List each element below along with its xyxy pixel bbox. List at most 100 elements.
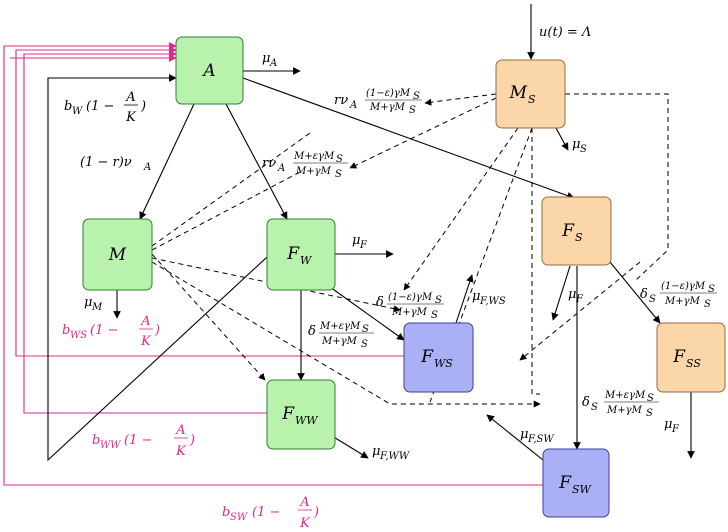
birth-line-w xyxy=(47,74,281,462)
pink-birth-lines xyxy=(3,42,543,486)
r-nu-1-frac-den-sub: S xyxy=(409,105,416,116)
mu-a-sub: A xyxy=(269,58,277,69)
delta-s-1-frac-den-sub: S xyxy=(704,299,711,310)
mu-f2-label: μ xyxy=(568,287,576,302)
bw-post: (1 − xyxy=(86,99,114,114)
node-fws: F WS xyxy=(403,322,474,393)
ms-dash-1 xyxy=(424,93,497,106)
node-a-label: A xyxy=(201,61,215,81)
node-ms-sub: S xyxy=(528,93,536,106)
bww-sub: WW xyxy=(100,440,121,451)
delta-2-frac-num: M+εγM xyxy=(319,321,361,332)
bws-close: ) xyxy=(154,323,160,338)
node-fww-sub: WW xyxy=(295,414,319,427)
birth-line-ws xyxy=(15,46,404,357)
node-fs: F S xyxy=(541,196,612,266)
ms-dash-4 xyxy=(565,93,669,281)
bsw-frac-num: A xyxy=(299,495,309,510)
node-fws-label: F xyxy=(420,347,434,367)
mu-fww-sub: F,WW xyxy=(379,451,410,462)
mu-fsw-arrow xyxy=(486,414,544,461)
node-fw: F W xyxy=(266,218,336,291)
r-nu-1-label: rν xyxy=(334,93,348,108)
bww-frac-num: A xyxy=(175,423,185,438)
mu-a-label: μ xyxy=(262,51,270,66)
mu-fsw-label: μ xyxy=(520,427,528,442)
delta-1-frac-den: M+γM xyxy=(391,307,428,318)
delta-s-1-frac-num-sub: S xyxy=(708,284,715,295)
mu-f2-arrow xyxy=(551,265,571,321)
mu-fww-arrow xyxy=(331,435,369,459)
solid-flows xyxy=(47,4,695,462)
node-fss-sub: SS xyxy=(686,357,701,370)
mu-f1-label: μ xyxy=(352,233,360,248)
node-m: M xyxy=(82,218,153,291)
mu-fww-label: μ xyxy=(372,444,380,459)
bsw-label: b xyxy=(222,505,230,520)
node-fs-label: F xyxy=(561,221,575,241)
mu-fws-arrow xyxy=(455,274,474,324)
node-fsw-sub: SW xyxy=(572,483,593,496)
node-fss-label: F xyxy=(672,347,686,367)
bw-frac-num: A xyxy=(125,90,135,105)
node-fw-sub: W xyxy=(300,254,313,267)
r-nu-2-sub: A xyxy=(277,163,285,174)
delta-1-frac-den-sub: S xyxy=(431,310,438,321)
one-minus-r-sub: A xyxy=(143,162,151,173)
bsw-sub: SW xyxy=(230,512,248,523)
node-a: A xyxy=(175,36,244,105)
bw-sub: W xyxy=(72,106,83,117)
node-fsw: F SW xyxy=(542,448,610,518)
mu-s-label: μ xyxy=(572,137,580,152)
rate-labels: u(t) = Λ μ A μ S μ M μ F μ F μ F μ F,WS … xyxy=(62,25,717,531)
r-nu-2-frac-num: M+εγM xyxy=(293,151,335,162)
m-dash-5 xyxy=(151,261,541,408)
bws-post: (1 − xyxy=(90,323,118,338)
fs-to-fss-arrow xyxy=(609,261,661,324)
delta-s-2-frac-den-sub: S xyxy=(646,408,653,419)
a-to-fw-arrow xyxy=(225,103,288,220)
mu-fws-label: μ xyxy=(472,289,480,304)
bww-label: b xyxy=(92,433,100,448)
delta-2-frac-den: M+γM xyxy=(321,336,358,347)
node-fww: F WW xyxy=(266,379,336,450)
bws-frac-num: A xyxy=(140,314,150,329)
delta-1-frac-num-sub: S xyxy=(435,295,442,306)
mu-s-sub: S xyxy=(580,144,587,155)
r-nu-1-frac-num: (1−ε)γM xyxy=(366,88,411,99)
node-fs-sub: S xyxy=(575,231,583,244)
bws-sub: WS xyxy=(70,330,87,341)
bws-frac-den: K xyxy=(140,334,152,349)
birth-line-sw xyxy=(3,42,543,486)
bw-close: ) xyxy=(140,99,146,114)
delta-s-2-frac-num-sub: S xyxy=(647,393,654,404)
mu-fsw-sub: F,SW xyxy=(527,434,554,445)
node-fss: F SS xyxy=(656,322,726,393)
m-dash-3 xyxy=(151,253,266,381)
node-fsw-label: F xyxy=(558,473,572,493)
delta-s-2-frac-den: M+γM xyxy=(606,405,643,416)
delta-s-2-label: δ xyxy=(582,395,590,410)
mu-f1-sub: F xyxy=(359,240,368,251)
bww-close: ) xyxy=(189,433,195,448)
r-nu-2-frac-den: M+γM xyxy=(295,166,332,177)
delta-s-1-label: δ xyxy=(640,287,648,302)
ms-dash-6 xyxy=(531,128,540,395)
birth-line-ww xyxy=(23,50,268,414)
bw-label: b xyxy=(64,99,72,114)
node-fw-label: F xyxy=(286,244,300,264)
node-ms: M S xyxy=(495,59,566,129)
mu-f2-sub: F xyxy=(575,294,584,305)
a-to-m-arrow xyxy=(139,103,195,220)
delta-s-1-frac-den: M+γM xyxy=(664,296,701,307)
delta-1-frac-num: (1−ε)γM xyxy=(388,292,433,303)
delta-s-1-sub: S xyxy=(649,294,656,305)
node-fws-sub: WS xyxy=(434,357,453,370)
r-nu-1-frac-den: M+γM xyxy=(369,102,406,113)
node-m-label: M xyxy=(108,245,127,265)
mu-f3-sub: F xyxy=(671,424,680,435)
node-ms-label: M xyxy=(509,83,528,103)
delta-s-1-frac-num: (1−ε)γM xyxy=(661,281,706,292)
m-dash-2 xyxy=(151,171,301,251)
